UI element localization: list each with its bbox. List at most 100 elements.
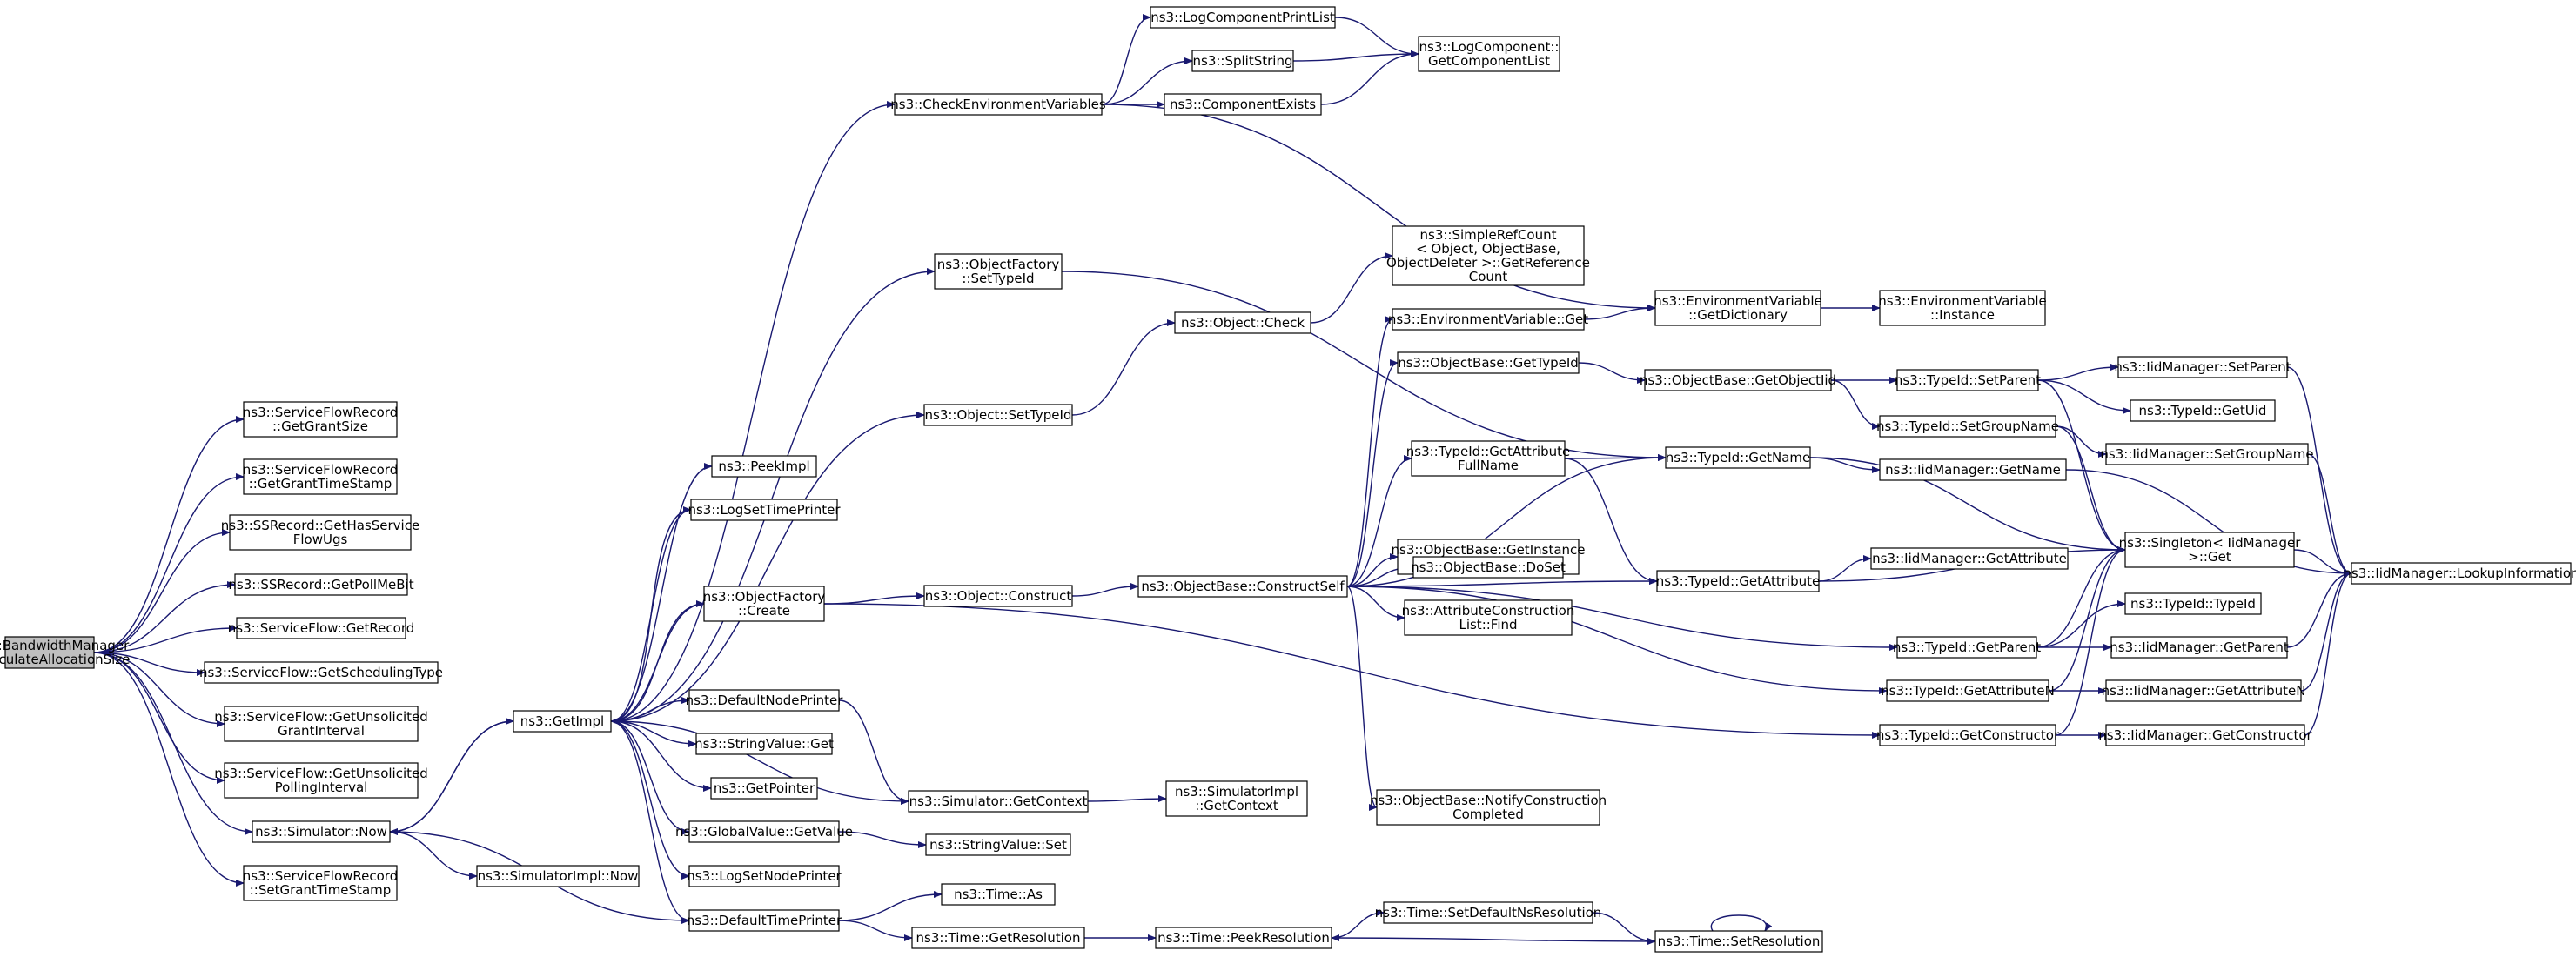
function-node[interactable]: ns3::ServiceFlowRecord::SetGrantTimeStam… <box>243 865 398 901</box>
function-node[interactable]: ns3::DefaultTimePrinter <box>687 909 842 932</box>
function-node[interactable]: ns3::ObjectFactory::Create <box>703 586 826 622</box>
function-node[interactable]: ns3::TypeId::GetConstructor <box>1876 724 2060 746</box>
function-node[interactable]: ns3::IidManager::GetAttribute <box>1870 547 2069 570</box>
node-label: ns3::LogComponentPrintList <box>1150 10 1335 25</box>
node-label: ns3::IidManager::SetParent <box>2114 359 2291 375</box>
node-label: ::SetGrantTimeStamp <box>250 882 392 898</box>
node-label: ns3::AttributeConstruction <box>1402 603 1575 619</box>
function-node[interactable]: ns3::StringValue::Set <box>925 833 1071 856</box>
function-node[interactable]: ns3::TypeId::SetGroupName <box>1876 415 2059 438</box>
edge-layer <box>93 14 2352 945</box>
function-node[interactable]: ns3::SSRecord::GetPollMeBit <box>228 573 414 596</box>
function-node[interactable]: ns3::Time::SetDefaultNsResolution <box>1375 901 1602 924</box>
call-edge <box>1331 934 1656 942</box>
function-node[interactable]: ns3::GlobalValue::GetValue <box>675 820 853 843</box>
node-label: ns3::ServiceFlowRecord <box>243 868 398 884</box>
function-node[interactable]: ns3::ServiceFlowRecord::GetGrantSize <box>243 401 398 438</box>
function-node[interactable]: ns3::EnvironmentVariable::Instance <box>1878 290 2047 326</box>
function-node[interactable]: ns3::ObjectBase::GetTypeId <box>1397 351 1580 374</box>
call-edge <box>610 101 896 722</box>
function-node[interactable]: ns3::EnvironmentVariable::Get <box>1388 308 1588 331</box>
function-node[interactable]: ns3::IidManager::GetAttributeN <box>2102 679 2306 702</box>
call-edge <box>2037 379 2126 553</box>
function-node[interactable]: ns3::IidManager::GetName <box>1879 458 2067 481</box>
node-label: ns3::TypeId::SetGroupName <box>1876 418 2059 434</box>
function-node[interactable]: ns3::TypeId::SetParent <box>1895 369 2041 392</box>
function-node[interactable]: ns3::Simulator::GetContext <box>908 790 1089 813</box>
function-node[interactable]: ns3::EnvironmentVariable::GetDictionary <box>1654 290 1822 326</box>
function-node[interactable]: ns3::IidManager::GetParent <box>2110 636 2289 659</box>
node-box <box>1870 547 2069 570</box>
function-node[interactable]: ns3::TypeId::GetParent <box>1893 636 2041 659</box>
function-node[interactable]: ns3::ObjectFactory::SetTypeId <box>934 253 1063 290</box>
call-edge <box>2048 546 2126 692</box>
function-node[interactable]: ns3::GetImpl <box>513 710 612 733</box>
function-node[interactable]: ns3::IidManager::SetParent <box>2114 356 2291 378</box>
node-label: ObjectDeleter >::GetReference <box>1386 255 1590 271</box>
function-node[interactable]: ns3::StringValue::Get <box>694 733 834 755</box>
call-edge <box>610 603 705 725</box>
function-node[interactable]: ns3::IidManager::SetGroupName <box>2100 443 2314 465</box>
call-edge <box>1334 17 1419 57</box>
function-node[interactable]: ns3::Singleton< IidManager >::Get <box>2119 532 2302 568</box>
function-node[interactable]: ns3::Object::SetTypeId <box>923 404 1073 426</box>
function-node[interactable]: ns3::ObjectBase::GetObjectIid <box>1640 369 1836 392</box>
function-node[interactable]: ns3::ObjectBase::NotifyConstructionCompl… <box>1370 789 1607 826</box>
node-label: ns3::Time::PeekResolution <box>1157 930 1330 946</box>
node-box <box>1656 570 1820 592</box>
function-node[interactable]: ns3::Object::Check <box>1174 311 1311 334</box>
function-node[interactable]: ns3::ServiceFlow::GetRecord <box>228 617 415 639</box>
function-node[interactable]: ns3::Time::GetResolution <box>911 927 1085 949</box>
node-box <box>941 883 1056 906</box>
node-box <box>252 820 391 843</box>
call-edge <box>1346 316 1393 587</box>
function-node[interactable]: ns3::Object::Construct <box>923 585 1073 607</box>
function-node[interactable]: ns3::ObjectBase::ConstructSelf <box>1137 575 1348 598</box>
node-layer: ns3::BandwidthManager::CalculateAllocati… <box>0 6 2576 953</box>
function-node[interactable]: ns3::LogSetTimePrinter <box>688 499 841 521</box>
function-node[interactable]: ns3::IidManager::GetConstructor <box>2098 724 2313 746</box>
function-node[interactable]: ns3::Time::SetResolution <box>1654 930 1823 953</box>
function-node[interactable]: ns3::ObjectBase::DoSet <box>1411 556 1566 579</box>
function-node[interactable]: ns3::TypeId::TypeId <box>2124 592 2262 615</box>
node-label: ns3::SSRecord::GetPollMeBit <box>228 577 413 592</box>
function-node[interactable]: ns3::SimpleRefCount< Object, ObjectBase,… <box>1386 225 1590 286</box>
node-box <box>1164 93 1322 116</box>
function-node[interactable]: ns3::TypeId::GetAttribute <box>1656 570 1820 592</box>
function-node[interactable]: ns3::PeekImpl <box>711 455 817 478</box>
function-node[interactable]: ns3::SplitString <box>1191 50 1294 72</box>
call-edge <box>610 463 713 722</box>
function-node[interactable]: ns3::CheckEnvironmentVariables <box>890 93 1106 116</box>
function-node[interactable]: ns3::TypeId::GetUid <box>2130 399 2276 422</box>
node-label: ::SetTypeId <box>962 271 1034 286</box>
function-node[interactable]: ns3::TypeId::GetAttributeN <box>1881 679 2055 702</box>
node-box <box>1383 901 1593 924</box>
node-box <box>925 833 1071 856</box>
call-edge <box>93 652 225 727</box>
function-node[interactable]: ns3::ServiceFlowRecord::GetGrantTimeStam… <box>243 458 398 495</box>
function-node[interactable]: ns3::DefaultNodePrinter <box>686 689 844 712</box>
function-node[interactable]: ns3::ServiceFlow::GetSchedulingType <box>199 661 443 684</box>
function-node[interactable]: ns3::Time::As <box>941 883 1056 906</box>
function-node[interactable]: ns3::TypeId::GetName <box>1665 446 1811 469</box>
function-node[interactable]: ns3::Simulator::Now <box>252 820 391 843</box>
function-node[interactable]: ns3::Time::PeekResolution <box>1155 927 1332 949</box>
call-edge <box>2037 379 2131 414</box>
function-node[interactable]: ns3::SimulatorImpl::Now <box>476 865 640 887</box>
function-node[interactable]: ns3::LogComponentPrintList <box>1150 6 1336 29</box>
function-node[interactable]: ns3::LogSetNodePrinter <box>687 865 842 887</box>
node-label: ns3::ServiceFlowRecord <box>243 462 398 478</box>
function-node[interactable]: ns3::IidManager::LookupInformation <box>2343 562 2576 585</box>
function-node[interactable]: ns3::ComponentExists <box>1164 93 1322 116</box>
function-node[interactable]: ns3::ServiceFlow::GetUnsolicitedGrantInt… <box>214 706 428 742</box>
function-node[interactable]: ns3::SimulatorImpl::GetContext <box>1165 780 1308 817</box>
node-label: ns3::StringValue::Set <box>929 837 1067 853</box>
node-box <box>934 253 1063 290</box>
node-label: ns3::IidManager::LookupInformation <box>2343 566 2576 581</box>
function-node[interactable]: ns3::ServiceFlow::GetUnsolicitedPollingI… <box>214 762 428 799</box>
function-node[interactable]: ns3::LogComponent::GetComponentList <box>1418 36 1560 72</box>
function-node[interactable]: ns3::GetPointer <box>710 777 818 800</box>
